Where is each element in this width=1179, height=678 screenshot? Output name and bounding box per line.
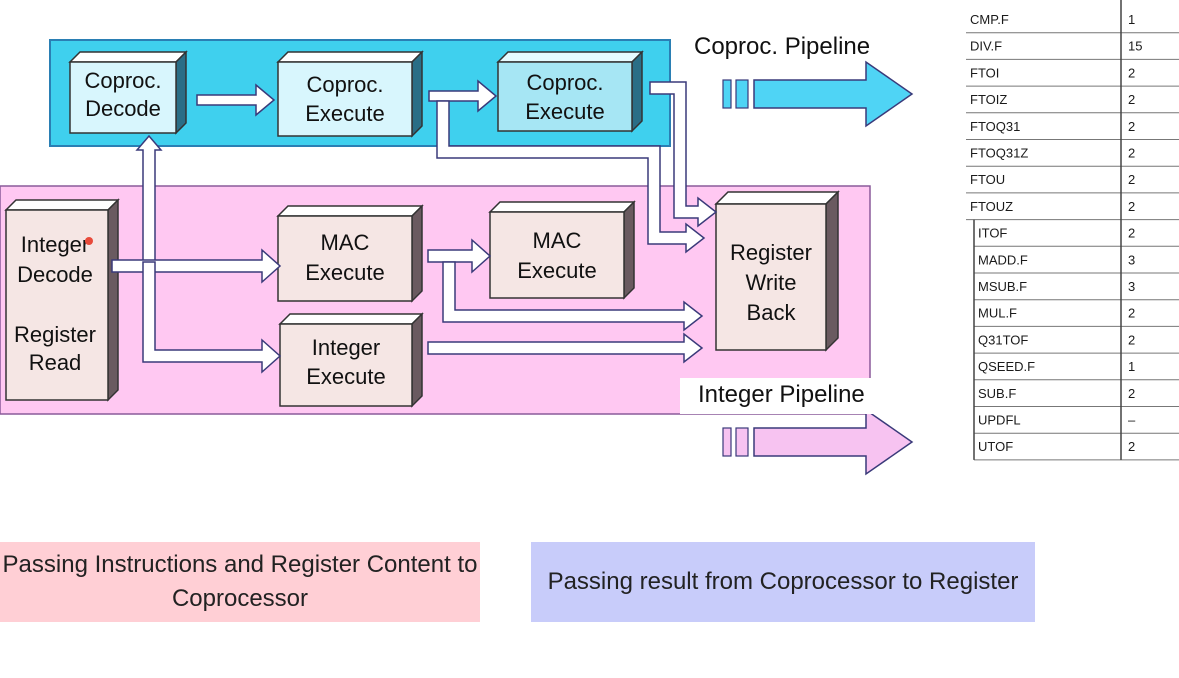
table-cell-cycles: 15 [1128, 39, 1142, 54]
table-cell-cycles: 2 [1128, 386, 1135, 401]
table-cell-instruction: FTOIZ [970, 92, 1007, 107]
table-cell-instruction: UTOF [978, 439, 1013, 454]
table-cell-cycles: 2 [1128, 332, 1135, 347]
coproc-execute-box-1: Coproc. Execute [276, 50, 424, 138]
table-row: QSEED.F 1 [974, 359, 1179, 381]
table-cell-cycles: 2 [1128, 146, 1135, 161]
coproc-execute-2-label-2: Execute [525, 99, 605, 124]
table-cell-cycles: 1 [1128, 12, 1135, 27]
coproc-execute-1-label-1: Coproc. [306, 72, 383, 97]
table-row: MADD.F 3 [974, 252, 1179, 274]
register-write-back-box: Register Write Back [714, 190, 840, 352]
table-cell-cycles: 2 [1128, 65, 1135, 80]
coproc-execute-2-label-1: Coproc. [526, 70, 603, 95]
table-row: FTOQ31Z 2 [966, 146, 1179, 167]
arrow-integer-execute-to-writeback [427, 332, 704, 364]
integer-pipeline-arrow [722, 408, 914, 476]
cursor-dot-icon [85, 237, 93, 245]
arrow-decode-to-mac [111, 248, 282, 284]
mac-execute-2-label-1: MAC [533, 228, 582, 253]
mac-execute-box-2: MAC Execute [488, 200, 636, 300]
table-row: MSUB.F 3 [974, 279, 1179, 301]
table-row: FTOQ31 2 [966, 119, 1179, 140]
coproc-execute-1-label-2: Execute [305, 101, 385, 126]
table-row: ITOF 2 [974, 226, 1179, 247]
table-cell-cycles: 2 [1128, 199, 1135, 214]
table-cell-instruction: FTOI [970, 65, 999, 80]
table-cell-cycles: 2 [1128, 439, 1135, 454]
table-row: FTOI 2 [966, 65, 1179, 87]
table-cell-instruction: SUB.F [978, 386, 1016, 401]
integer-execute-label-1: Integer [312, 335, 381, 360]
table-cell-cycles: 3 [1128, 252, 1135, 267]
table-cell-instruction: FTOQ31 [970, 119, 1020, 134]
table-row: FTOUZ 2 [966, 199, 1179, 221]
coproc-decode-box: Coproc. Decode [68, 50, 188, 135]
table-row: FTOU 2 [966, 172, 1179, 194]
coproc-decode-label-1: Coproc. [84, 68, 161, 93]
integer-title-backdrop [680, 378, 892, 414]
arrow-coproc2-to-writeback [649, 81, 718, 228]
table-cell-instruction: DIV.F [970, 39, 1002, 54]
table-cell-cycles: 2 [1128, 92, 1135, 107]
arrow-coproc1-to-writeback [436, 100, 706, 254]
coproc-pipeline-arrow [722, 60, 914, 128]
table-cell-instruction: QSEED.F [978, 359, 1035, 374]
arrow-mac1-to-mac2 [427, 238, 492, 274]
table-cell-cycles: 2 [1128, 172, 1135, 187]
table-cell-cycles: 2 [1128, 306, 1135, 321]
table-cell-instruction: ITOF [978, 226, 1007, 241]
register-write-back-label-3: Back [747, 300, 797, 325]
coproc-decode-label-2: Decode [85, 96, 161, 121]
register-write-back-label-1: Register [730, 240, 812, 265]
table-cell-instruction: MADD.F [978, 252, 1028, 267]
integer-decode-label-5: Read [29, 350, 82, 375]
coproc-pipeline-title: Coproc. Pipeline [694, 33, 870, 60]
table-row: MUL.F 2 [974, 306, 1179, 327]
table-row: UPDFL – [974, 413, 1179, 434]
mac-execute-1-label-2: Execute [305, 260, 385, 285]
table-cell-instruction: FTOUZ [970, 199, 1013, 214]
table-cell-instruction: MSUB.F [978, 279, 1027, 294]
mac-execute-1-label-1: MAC [321, 230, 370, 255]
arrow-mac-to-writeback [442, 261, 704, 332]
mac-execute-2-label-2: Execute [517, 258, 597, 283]
integer-decode-label-1: Integer [21, 232, 90, 257]
legend-coproc-input: Passing Instructions and Register Conten… [0, 542, 480, 622]
table-cell-cycles: 1 [1128, 359, 1135, 374]
coproc-execute-box-2: Coproc. Execute [496, 50, 644, 133]
table-row: FTOIZ 2 [966, 92, 1179, 114]
table-cell-instruction: MUL.F [978, 306, 1017, 321]
table-row: DIV.F 15 [966, 39, 1179, 60]
table-row: CMP.F 1 [966, 12, 1179, 34]
mac-execute-box-1: MAC Execute [276, 204, 424, 303]
table-row: SUB.F 2 [974, 386, 1179, 407]
table-cell-cycles: 2 [1128, 226, 1135, 241]
table-cell-instruction: CMP.F [970, 12, 1009, 27]
integer-execute-label-2: Execute [306, 364, 386, 389]
arrow-decode-to-execute [196, 83, 276, 117]
table-row: UTOF 2 [974, 439, 1179, 461]
integer-decode-label-4: Register [14, 322, 96, 347]
arrow-decode-to-integer-execute [142, 261, 282, 374]
table-cell-instruction: FTOU [970, 172, 1005, 187]
legend-coproc-result: Passing result from Coprocessor to Regis… [531, 542, 1035, 622]
table-cell-instruction: Q31TOF [978, 332, 1028, 347]
table-cell-cycles: 3 [1128, 279, 1135, 294]
table-cell-cycles: – [1128, 413, 1136, 428]
table-cell-instruction: UPDFL [978, 413, 1021, 428]
table-row: Q31TOF 2 [974, 332, 1179, 354]
integer-decode-box: Integer Decode Register Read [4, 198, 120, 402]
register-write-back-label-2: Write [746, 270, 797, 295]
integer-pipeline-title: Integer Pipeline [698, 381, 865, 408]
arrow-integer-to-coproc-decode [135, 134, 163, 263]
integer-execute-box: Integer Execute [278, 312, 424, 408]
integer-decode-label-2: Decode [17, 262, 93, 287]
table-cell-cycles: 2 [1128, 119, 1135, 134]
table-cell-instruction: FTOQ31Z [970, 146, 1028, 161]
